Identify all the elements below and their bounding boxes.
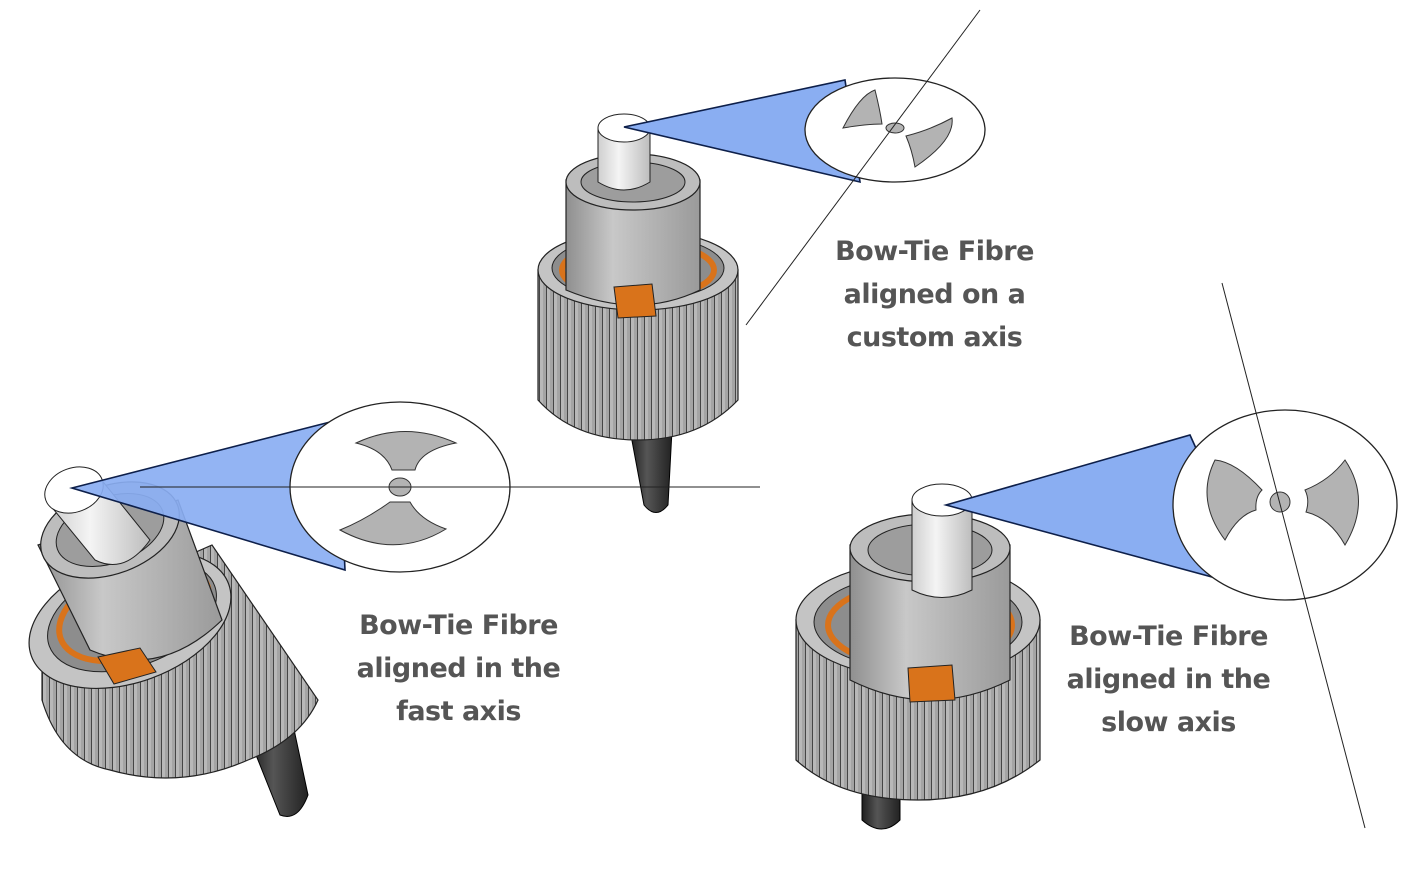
- cable-boot: [629, 429, 673, 513]
- fibre-magnifier-fast: [69, 401, 760, 573]
- connector-slow-axis: [795, 483, 1041, 830]
- alignment-key: [97, 647, 157, 685]
- connector-fast-axis: [28, 466, 319, 817]
- ferrule: [597, 127, 651, 191]
- stress-rod: [338, 501, 448, 546]
- stress-rod: [1206, 459, 1263, 541]
- slow-axis-line: [1221, 282, 1366, 829]
- knurled-nut: [537, 269, 739, 441]
- label-line: fast axis: [396, 696, 521, 727]
- custom-axis-line: [745, 9, 981, 326]
- label-line: Bow-Tie Fibre: [835, 236, 1034, 267]
- label-line: aligned in the: [356, 653, 561, 684]
- ferrule: [911, 499, 973, 598]
- label-line: Bow-Tie Fibre: [1069, 621, 1268, 652]
- fibre-core: [1269, 491, 1291, 513]
- fibre-magnifier-slow: [943, 282, 1398, 829]
- label-line: slow axis: [1101, 707, 1236, 738]
- connector-custom-axis: [537, 113, 739, 513]
- label-line: custom axis: [846, 322, 1023, 353]
- stress-rod: [905, 117, 953, 168]
- label-line: aligned in the: [1066, 664, 1271, 695]
- label-slow-axis: Bow-Tie Fibre aligned in the slow axis: [1046, 615, 1291, 744]
- stress-rod: [1304, 459, 1359, 546]
- label-line: Bow-Tie Fibre: [359, 610, 558, 641]
- stress-rod: [842, 89, 883, 129]
- label-custom-axis: Bow-Tie Fibre aligned on a custom axis: [812, 230, 1057, 359]
- stress-rod: [354, 431, 458, 471]
- label-fast-axis: Bow-Tie Fibre aligned in the fast axis: [336, 604, 581, 733]
- alignment-key: [907, 664, 956, 703]
- label-line: aligned on a: [843, 279, 1026, 310]
- alignment-key: [613, 283, 657, 319]
- fibre-magnifier-custom: [623, 9, 986, 326]
